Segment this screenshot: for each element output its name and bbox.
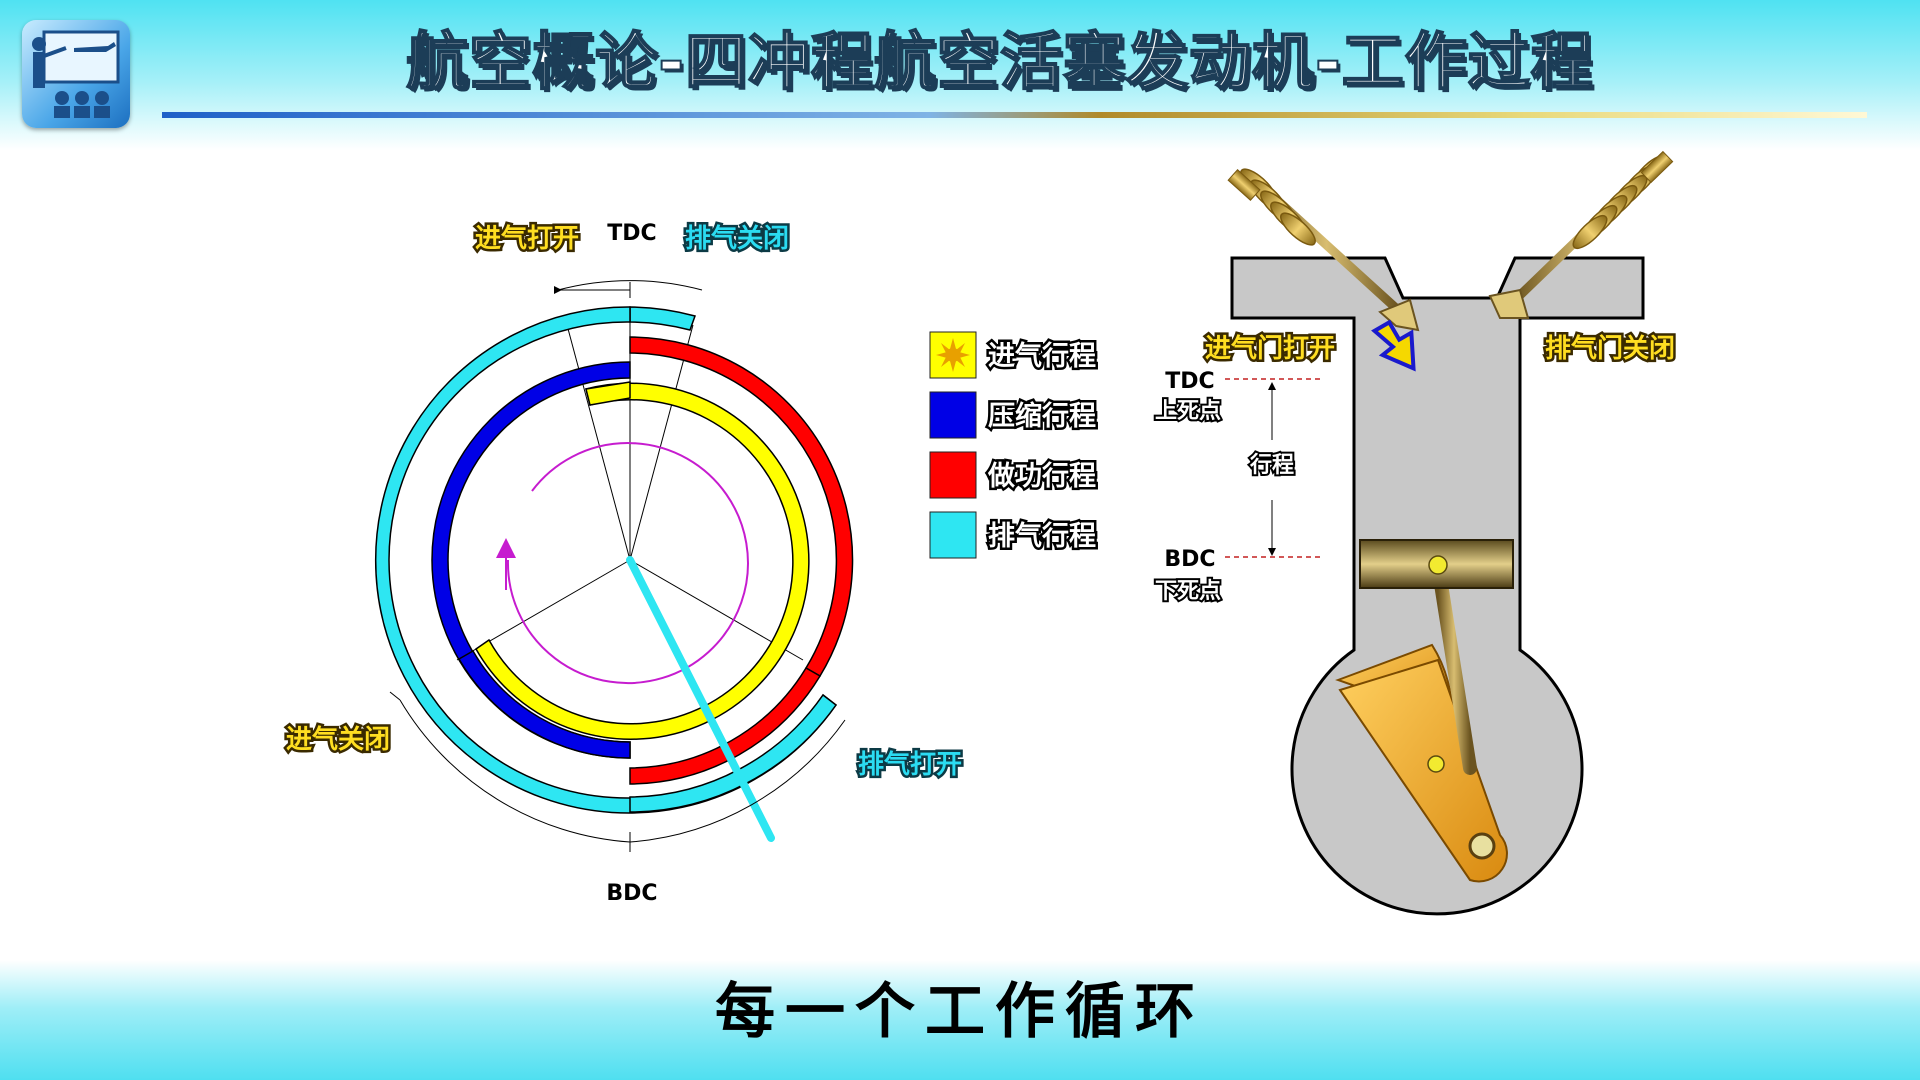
exhaust-valve-label: 排气门关闭 bbox=[1545, 333, 1675, 364]
stroke-label: 行程 bbox=[1249, 452, 1294, 478]
rotation-direction-arrow bbox=[506, 442, 749, 685]
intake-flow-arrow bbox=[1371, 319, 1416, 372]
tdc-label: TDC bbox=[607, 221, 656, 246]
engine-tdc-label: TDC bbox=[1165, 369, 1214, 394]
engine-tdc-cn-label: 上死点 bbox=[1155, 398, 1221, 424]
crank-arm bbox=[1338, 658, 1508, 883]
header-band bbox=[0, 0, 1920, 150]
crank-position-indicator bbox=[626, 556, 775, 842]
intake-close-label: 进气关闭 bbox=[286, 724, 390, 755]
intake-open-label: 进气打开 bbox=[475, 223, 579, 254]
piston-pin bbox=[1428, 555, 1448, 575]
footer-band bbox=[0, 960, 1920, 1080]
presenter-airplane-icon bbox=[22, 20, 130, 128]
svg-text:做功行程: 做功行程 bbox=[987, 460, 1096, 492]
stroke-legend: 进气行程 压缩行程 做功行程 排气行程 bbox=[929, 331, 1099, 559]
exhaust-open-label: 排气打开 bbox=[858, 749, 962, 780]
legend-intake: 进气行程 bbox=[929, 331, 1099, 379]
bdc-label: BDC bbox=[606, 881, 657, 906]
caption: 每一个工作循环 bbox=[715, 977, 1205, 1047]
engine-bdc-cn-label: 下死点 bbox=[1155, 578, 1221, 604]
engine-bdc-label: BDC bbox=[1164, 547, 1215, 572]
legend-exhaust: 排气行程 bbox=[929, 511, 1099, 559]
engine-cross-section: 进气门打开 排气门关闭 TDC 上死点 行程 BDC 下死点 bbox=[1153, 150, 1678, 916]
intake-valve-label: 进气门打开 bbox=[1205, 333, 1335, 364]
intake-stroke-band bbox=[475, 382, 810, 741]
svg-text:排气行程: 排气行程 bbox=[988, 520, 1096, 552]
title-underline bbox=[162, 112, 1867, 118]
legend-power: 做功行程 bbox=[929, 451, 1099, 499]
exhaust-close-label: 排气关闭 bbox=[685, 223, 789, 254]
svg-text:进气行程: 进气行程 bbox=[988, 340, 1096, 372]
connecting-rod bbox=[1431, 558, 1477, 775]
exhaust-stroke-band bbox=[629, 306, 696, 331]
svg-text:压缩行程: 压缩行程 bbox=[988, 400, 1096, 432]
valve-timing-circle: TDC BDC 进气打开 排气关闭 进气关闭 排气打开 bbox=[283, 221, 964, 907]
sun-icon bbox=[936, 338, 970, 372]
exhaust-valve bbox=[1488, 150, 1674, 319]
page-title: 航空概论-四冲程航空活塞发动机-工作过程 bbox=[405, 24, 1594, 99]
legend-compression: 压缩行程 bbox=[929, 391, 1099, 439]
